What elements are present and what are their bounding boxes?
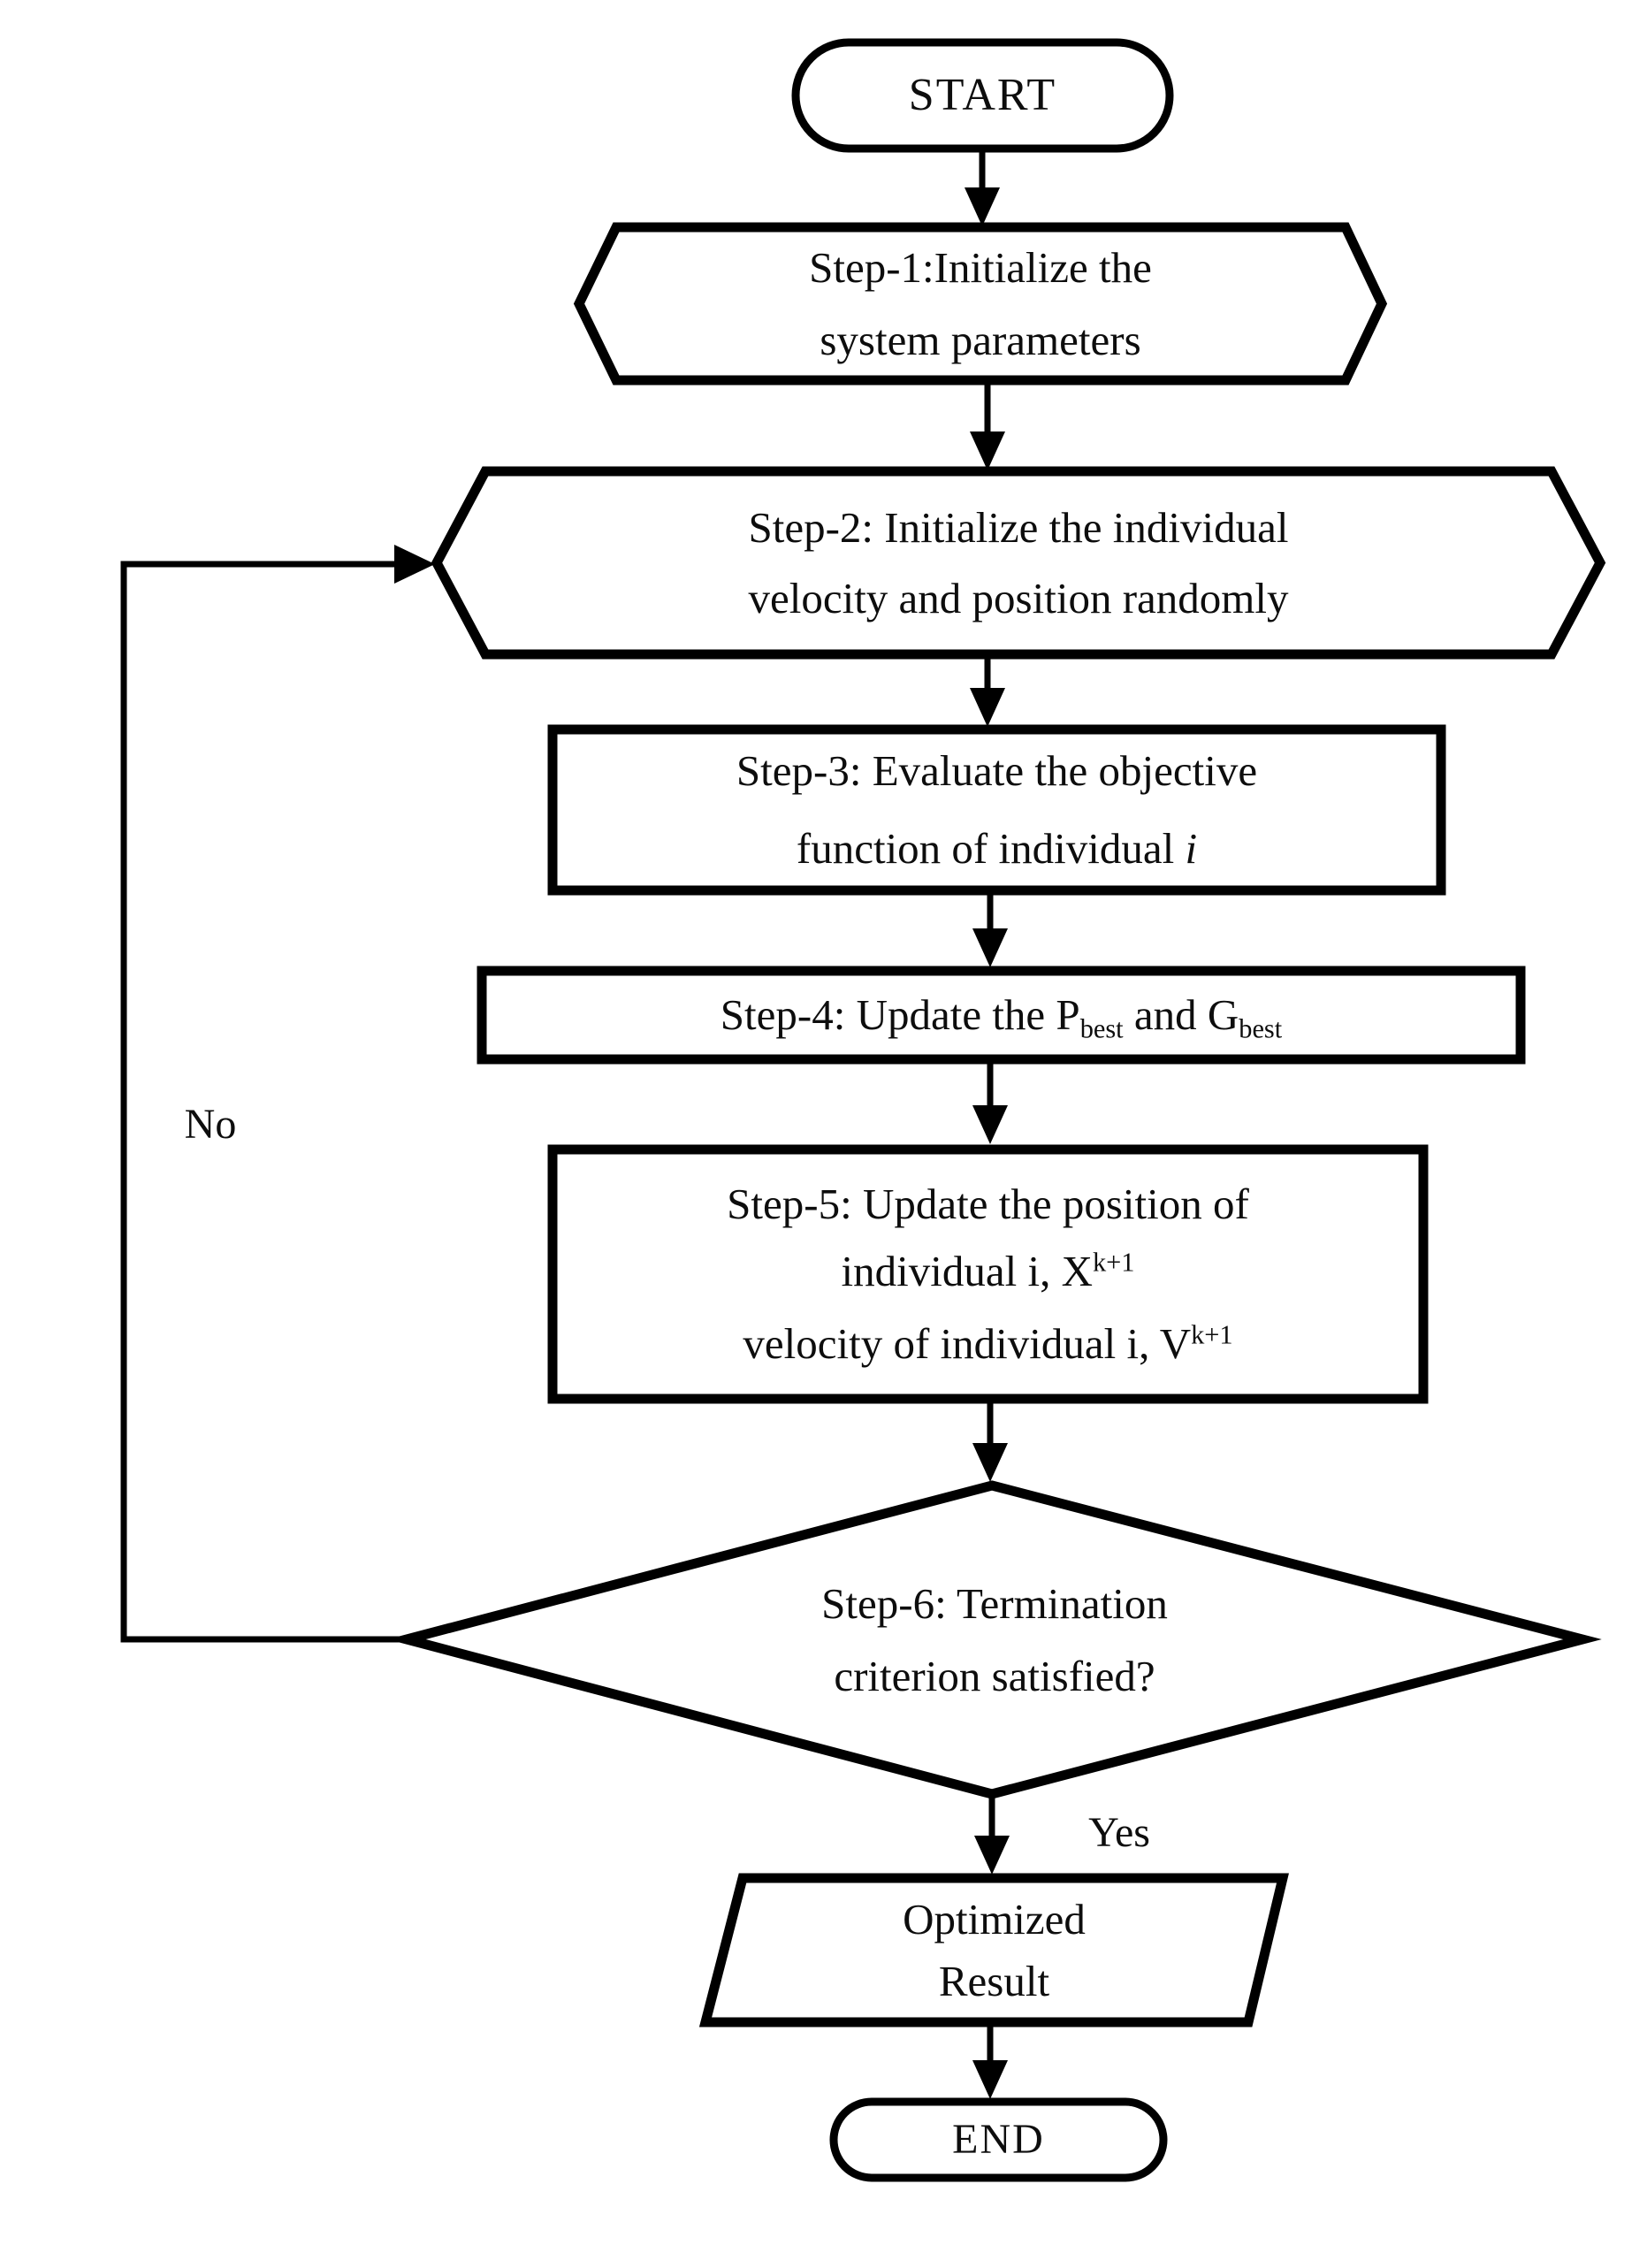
arrowhead-result-end: [972, 2060, 1008, 2099]
step5-line2: individual i, Xk+1: [842, 1238, 1135, 1305]
step4-label: Step-4: Update the Pbest and Gbest: [482, 971, 1521, 1059]
step6-label: Step-6: Termination criterion satisfied?: [407, 1485, 1582, 1794]
step2-line2: velocity and position randomly: [748, 573, 1289, 622]
step4-text2: and G: [1123, 990, 1239, 1039]
end-text: END: [952, 2116, 1045, 2163]
step1-line1: Step-1:Initialize the: [809, 242, 1152, 292]
start-terminator-shape: [791, 38, 1174, 153]
step1-line2: system parameters: [820, 315, 1141, 364]
arrowhead-step2-step3: [970, 688, 1005, 727]
step3-line2: function of individual i: [797, 810, 1197, 888]
step3-line2-text: function of individual: [796, 824, 1186, 873]
step5-line3-text: velocity of individual i, V: [743, 1319, 1192, 1368]
step5-line3: velocity of individual i, Vk+1: [743, 1310, 1232, 1378]
result-parallelogram-shape: [698, 1873, 1289, 2027]
result-line2: Result: [938, 1956, 1050, 2005]
step4-text1: Step-4: Update the P: [720, 990, 1080, 1039]
arrowhead-step1-step2: [970, 431, 1005, 470]
result-label: Optimized Result: [705, 1878, 1283, 2022]
step5-line2-text: individual i, X: [841, 1247, 1093, 1295]
step5-v-sup: k+1: [1191, 1319, 1233, 1350]
no-text: No: [184, 1101, 237, 1148]
end-label: END: [834, 2102, 1163, 2178]
step2-hexagon-shape: [431, 466, 1606, 660]
step1-label: Step-1:Initialize the system parameters: [579, 227, 1382, 380]
step5-line1: Step-5: Update the position of: [727, 1180, 1249, 1228]
step5-x-sup: k+1: [1092, 1247, 1135, 1278]
yes-branch-label: Yes: [1048, 1802, 1190, 1864]
step2-label: Step-2: Initialize the individual veloci…: [437, 471, 1600, 654]
step3-label: Step-3: Evaluate the objective function …: [553, 729, 1441, 890]
yes-text: Yes: [1088, 1809, 1150, 1856]
arrowhead-step5-step6: [972, 1443, 1008, 1482]
result-line1: Optimized: [903, 1894, 1086, 1943]
arrowhead-step3-step4: [972, 928, 1008, 967]
end-terminator-shape: [829, 2097, 1168, 2182]
step4-line1: Step-4: Update the Pbest and Gbest: [721, 979, 1282, 1051]
arrowhead-step4-step5: [972, 1105, 1008, 1144]
start-label: START: [796, 42, 1170, 149]
arrowhead-start-step1: [965, 187, 1000, 226]
start-text: START: [908, 70, 1057, 120]
step3-individual-var: i: [1185, 824, 1198, 873]
step6-line1: Step-6: Termination: [821, 1578, 1168, 1628]
step3-line1: Step-3: Evaluate the objective: [736, 746, 1258, 795]
no-branch-label: No: [149, 1095, 272, 1155]
step5-process-shape: [547, 1144, 1429, 1404]
arrowhead-no-loop: [394, 545, 435, 584]
step6-line2: criterion satisfied?: [834, 1651, 1155, 1700]
step3-process-shape: [547, 724, 1446, 896]
arrowhead-step6-result: [974, 1836, 1010, 1875]
step4-process-shape: [477, 966, 1526, 1065]
step1-hexagon-shape: [573, 222, 1388, 386]
no-loop-line: [120, 561, 407, 1643]
step4-gbest-sub: best: [1239, 1013, 1283, 1044]
step5-label: Step-5: Update the position of individua…: [553, 1149, 1423, 1399]
step2-line1: Step-2: Initialize the individual: [748, 502, 1289, 552]
step6-decision-shape: [387, 1480, 1602, 1799]
step4-pbest-sub: best: [1079, 1013, 1124, 1044]
